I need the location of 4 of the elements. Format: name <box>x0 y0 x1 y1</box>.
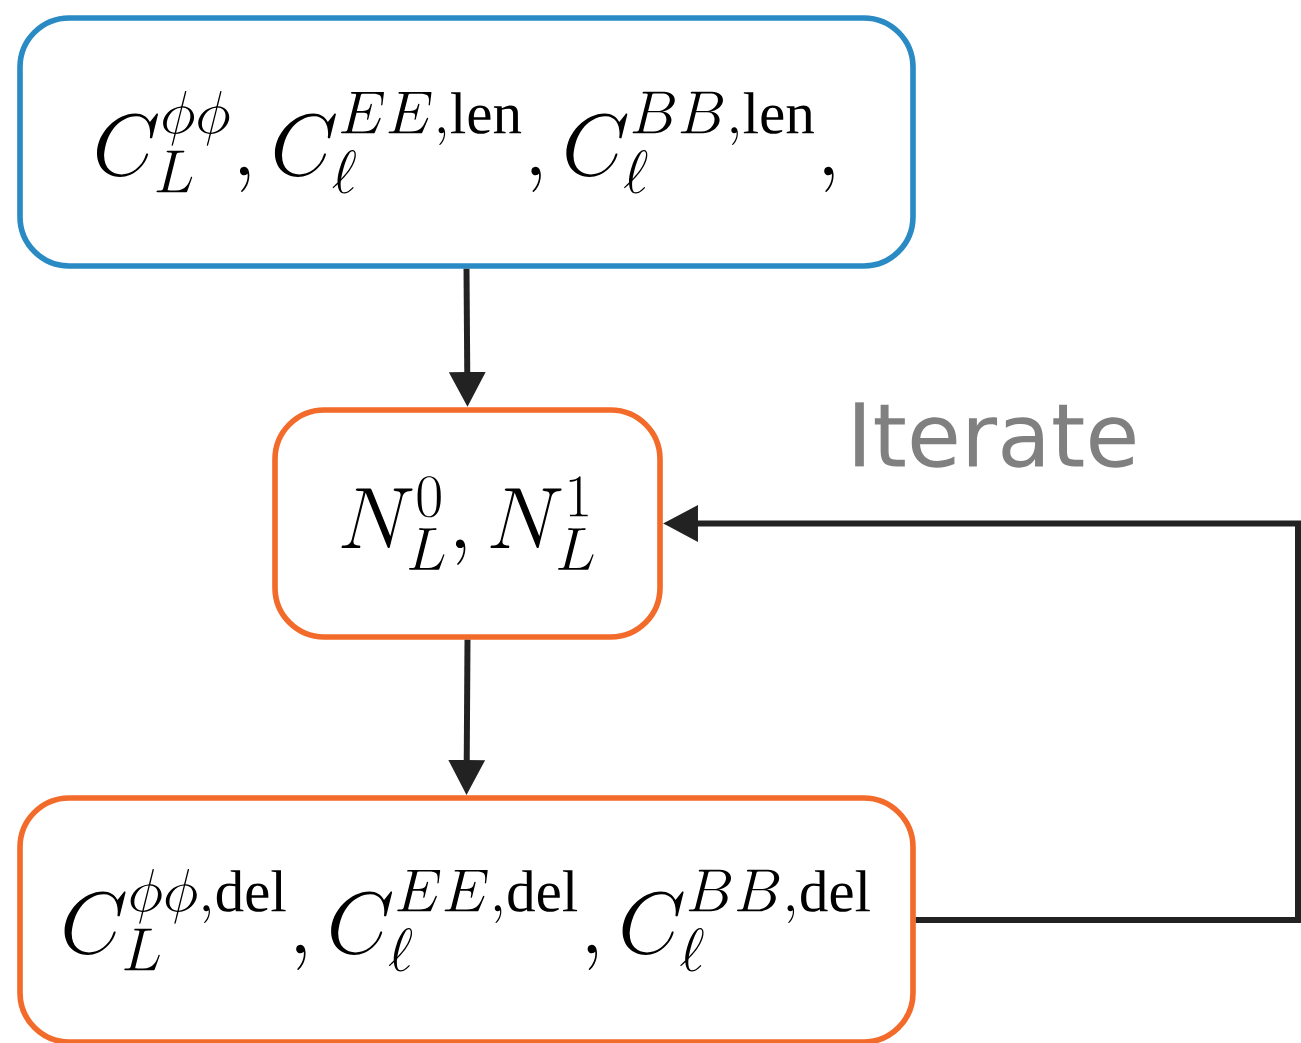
formula-box: $C_L^{\phi\phi}, C_\ell^{EE,\mathrm{len}}, C_\ell^{BB,\mathrm{len}},$ <box>17 15 916 269</box>
formula-box: $N_L^0, N_L^1$ <box>272 407 663 640</box>
formula-box: $C_L^{\phi\phi,\mathrm{del}}, C_\ell^{EE,\mathrm{del}}, C_\ell^{BB,\mathrm{del}}$ <box>17 795 916 1043</box>
edge-label: Iterate <box>855 402 1135 468</box>
